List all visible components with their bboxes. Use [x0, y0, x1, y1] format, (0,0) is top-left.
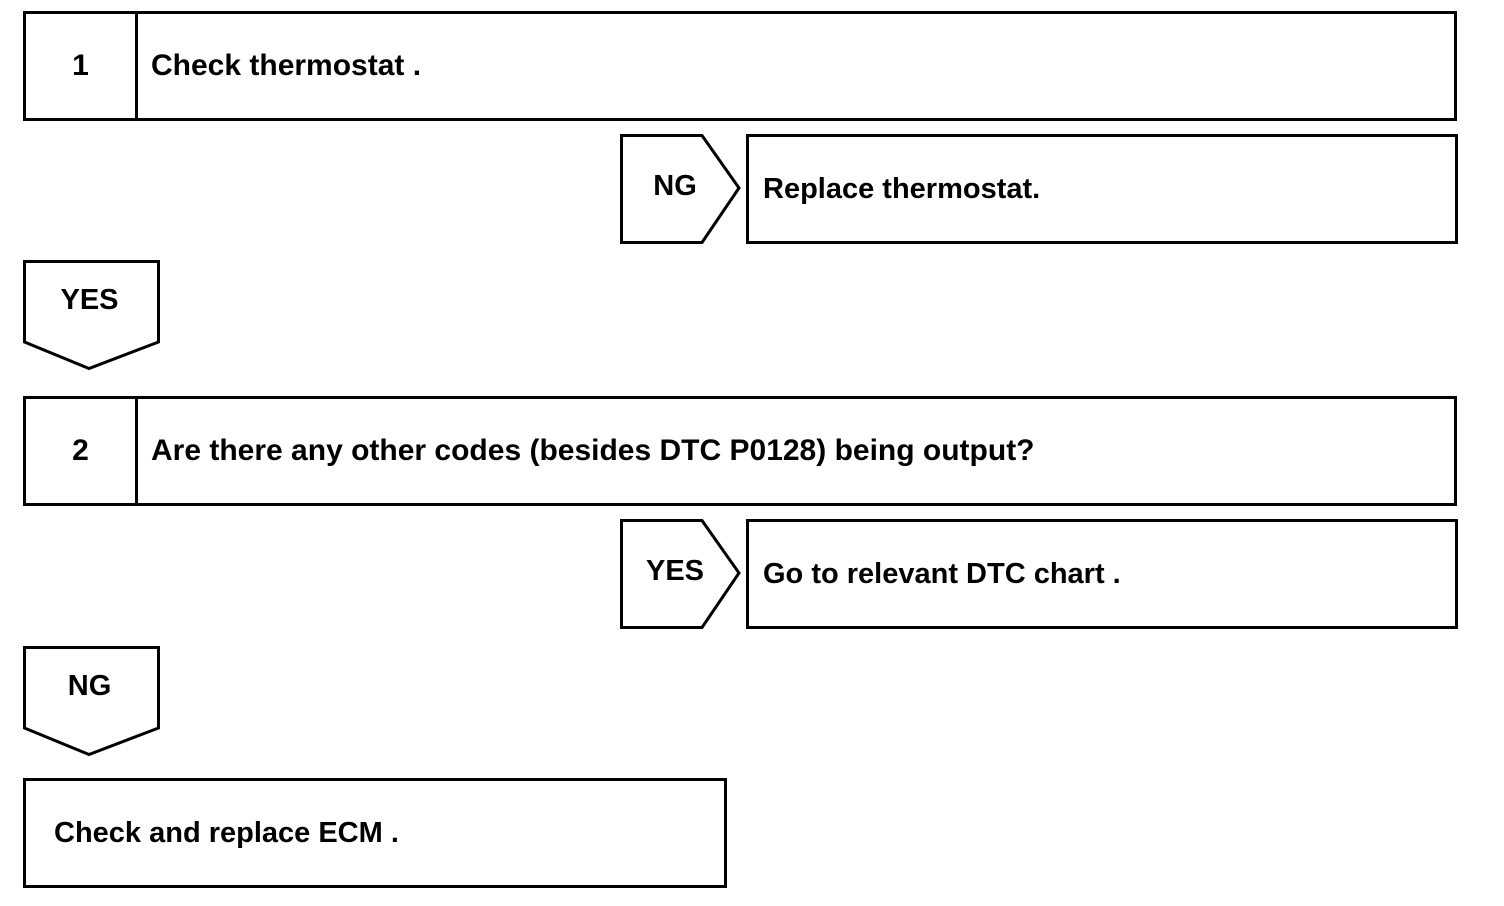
step-1-text: Check thermostat . [151, 49, 422, 82]
step-2-number: 2 [26, 399, 138, 503]
step-2-yes-branch-arrow: YES [620, 519, 741, 629]
step-2-ng-down-arrow: NG [23, 646, 160, 758]
step-1-ng-label: NG [653, 170, 697, 202]
step-2-box: 2 Are there any other codes (besides DTC… [23, 396, 1457, 506]
right-arrow-tag-shape [620, 519, 741, 629]
step-1-yes-label: YES [60, 284, 119, 316]
step-1-yes-down-arrow: YES [23, 260, 160, 372]
step-1-ng-result-text: Replace thermostat. [763, 172, 1041, 205]
final-action-box: Check and replace ECM . [23, 778, 727, 888]
right-arrow-tag-shape [620, 134, 741, 244]
step-2-yes-result-box: Go to relevant DTC chart . [746, 519, 1458, 629]
down-arrow-tag-shape [23, 260, 160, 371]
step-1-ng-result-box: Replace thermostat. [746, 134, 1458, 244]
step-2-yes-label: YES [645, 555, 705, 587]
down-arrow-tag-shape [23, 646, 160, 757]
step-2-yes-result-text: Go to relevant DTC chart . [763, 557, 1121, 590]
step-2-text: Are there any other codes (besides DTC P… [151, 434, 1035, 467]
step-1-number: 1 [26, 14, 138, 118]
step-2-ng-label: NG [67, 670, 112, 702]
step-1-ng-branch-arrow: NG [620, 134, 741, 244]
step-1-box: 1 Check thermostat . [23, 11, 1457, 121]
final-action-text: Check and replace ECM . [54, 816, 399, 849]
